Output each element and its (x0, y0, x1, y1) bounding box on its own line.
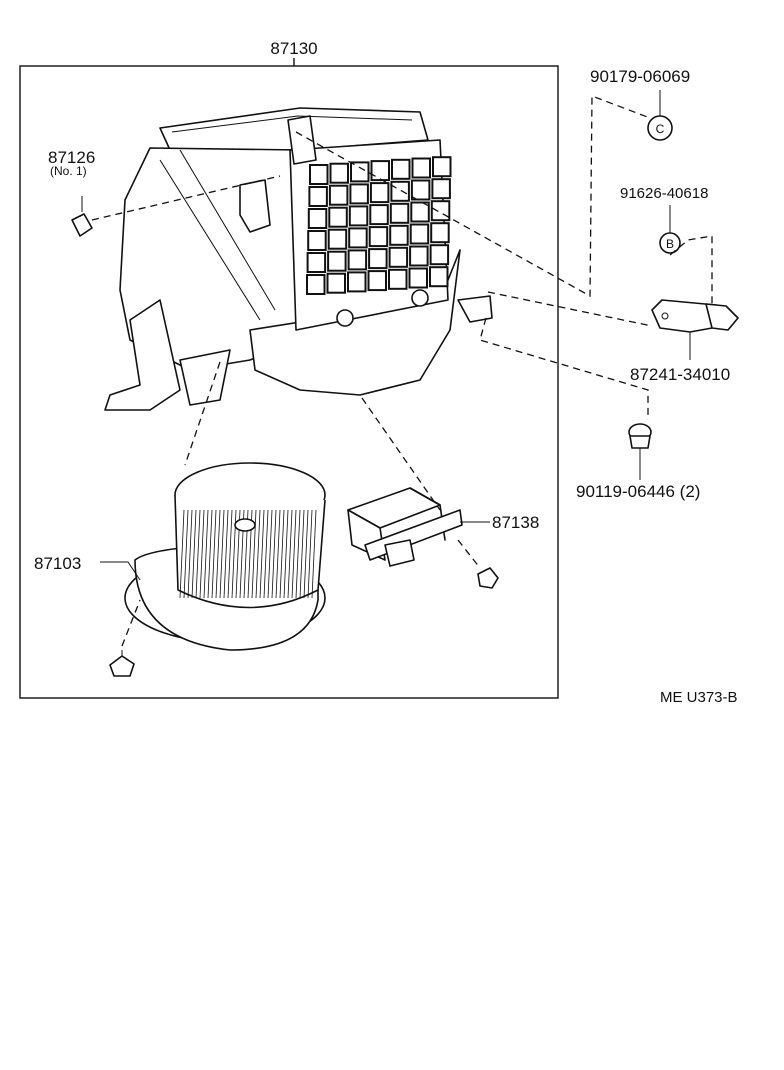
filter-cell (388, 268, 408, 290)
filter-cell (308, 186, 328, 207)
filter-cell (367, 270, 387, 292)
filter-cell (369, 204, 389, 226)
filter-cell (327, 250, 347, 272)
fan-blade (215, 509, 221, 599)
filter-cell (430, 200, 451, 222)
clip-part (71, 196, 93, 237)
fan-blade (195, 509, 201, 599)
fan-blade (271, 509, 277, 599)
nut-mark: C (656, 122, 665, 136)
filter-cell (349, 183, 369, 205)
filter-cell (307, 230, 327, 251)
filter-cell (347, 249, 368, 271)
fan-blade (199, 509, 205, 599)
reference-code: ME U373-B (660, 689, 738, 706)
label-clip-note: (No. 1) (50, 164, 87, 178)
filter-cell (368, 226, 389, 248)
filter-cell (350, 161, 370, 183)
filter-cell (348, 227, 368, 249)
filter-cell (306, 252, 327, 273)
filter-cell (410, 201, 430, 223)
callout-labels: 87130 87126 (No. 1) 87103 87138 90179-06… (34, 39, 738, 706)
fan-blade (283, 509, 289, 599)
filter-cell (389, 224, 409, 246)
fan-blade (183, 509, 189, 599)
fan-blade (211, 509, 217, 599)
label-nut: 90179-06069 (590, 67, 690, 86)
fan-blade (223, 509, 229, 599)
filter-cell (430, 222, 450, 244)
filter-cell (429, 266, 449, 288)
fan-blade (191, 509, 197, 599)
assembly-lines (91, 95, 713, 647)
filter-cell (370, 160, 390, 182)
filter-cell (368, 248, 388, 270)
filter-cell (328, 184, 349, 206)
filter-cell (326, 272, 346, 294)
filter-cell (409, 245, 429, 267)
fan-blade (267, 509, 273, 599)
fan-blade (179, 509, 185, 599)
label-bolt-b: 91626-40618 (620, 185, 708, 202)
fan-blade (263, 509, 269, 599)
fan-blade (207, 509, 213, 599)
filter-cell (429, 244, 450, 266)
filter-cell (307, 208, 328, 229)
filter-cell (431, 178, 451, 200)
fan-blade (203, 509, 209, 599)
fan-blade (279, 509, 285, 599)
filter-grid (306, 156, 452, 295)
resistor-part (347, 487, 499, 589)
leader-lines (100, 90, 691, 581)
filter-cell (390, 180, 410, 202)
fan-blade (311, 509, 317, 599)
assembly-frame (19, 58, 559, 699)
fan-blade (303, 509, 309, 599)
screw-part (628, 423, 652, 449)
fan-blade (255, 509, 261, 599)
fan-blade (275, 509, 281, 599)
label-housing: 87130 (270, 39, 317, 58)
filter-cell (327, 228, 348, 250)
label-blower-motor: 87103 (34, 554, 81, 573)
filter-cell (348, 205, 369, 227)
fan-blade (287, 509, 293, 599)
filter-cell (411, 157, 431, 179)
nut-part: C (647, 115, 673, 141)
label-screw: 90119-06446 (2) (576, 482, 700, 501)
filter-cell (408, 267, 428, 289)
label-bracket: 87241-34010 (630, 365, 730, 384)
fan-blade (259, 509, 265, 599)
filter-cell (389, 202, 410, 224)
label-resistor: 87138 (492, 513, 539, 532)
filter-cell (409, 223, 430, 245)
filter-cell (347, 271, 367, 293)
filter-cell (410, 179, 431, 201)
filter-cell (391, 158, 411, 180)
fan-blade (219, 509, 225, 599)
filter-cell (432, 156, 452, 178)
fan-blade (291, 509, 297, 599)
label-clip: 87126 (48, 148, 95, 167)
filter-cell (329, 162, 349, 184)
filter-cell (369, 182, 390, 204)
fan-blade (295, 509, 301, 599)
filter-cell (328, 206, 348, 228)
fan-blade (227, 509, 233, 599)
filter-cell (309, 164, 329, 185)
bolt-mark: B (666, 237, 674, 251)
fan-blade (299, 509, 305, 599)
blower-motor (109, 462, 326, 677)
fan-blade (187, 509, 193, 599)
bolt-b-part: B (659, 232, 681, 254)
fan-blade (307, 509, 313, 599)
filter-cell (388, 246, 409, 268)
filter-cell (306, 274, 326, 295)
bracket-part (651, 299, 739, 333)
